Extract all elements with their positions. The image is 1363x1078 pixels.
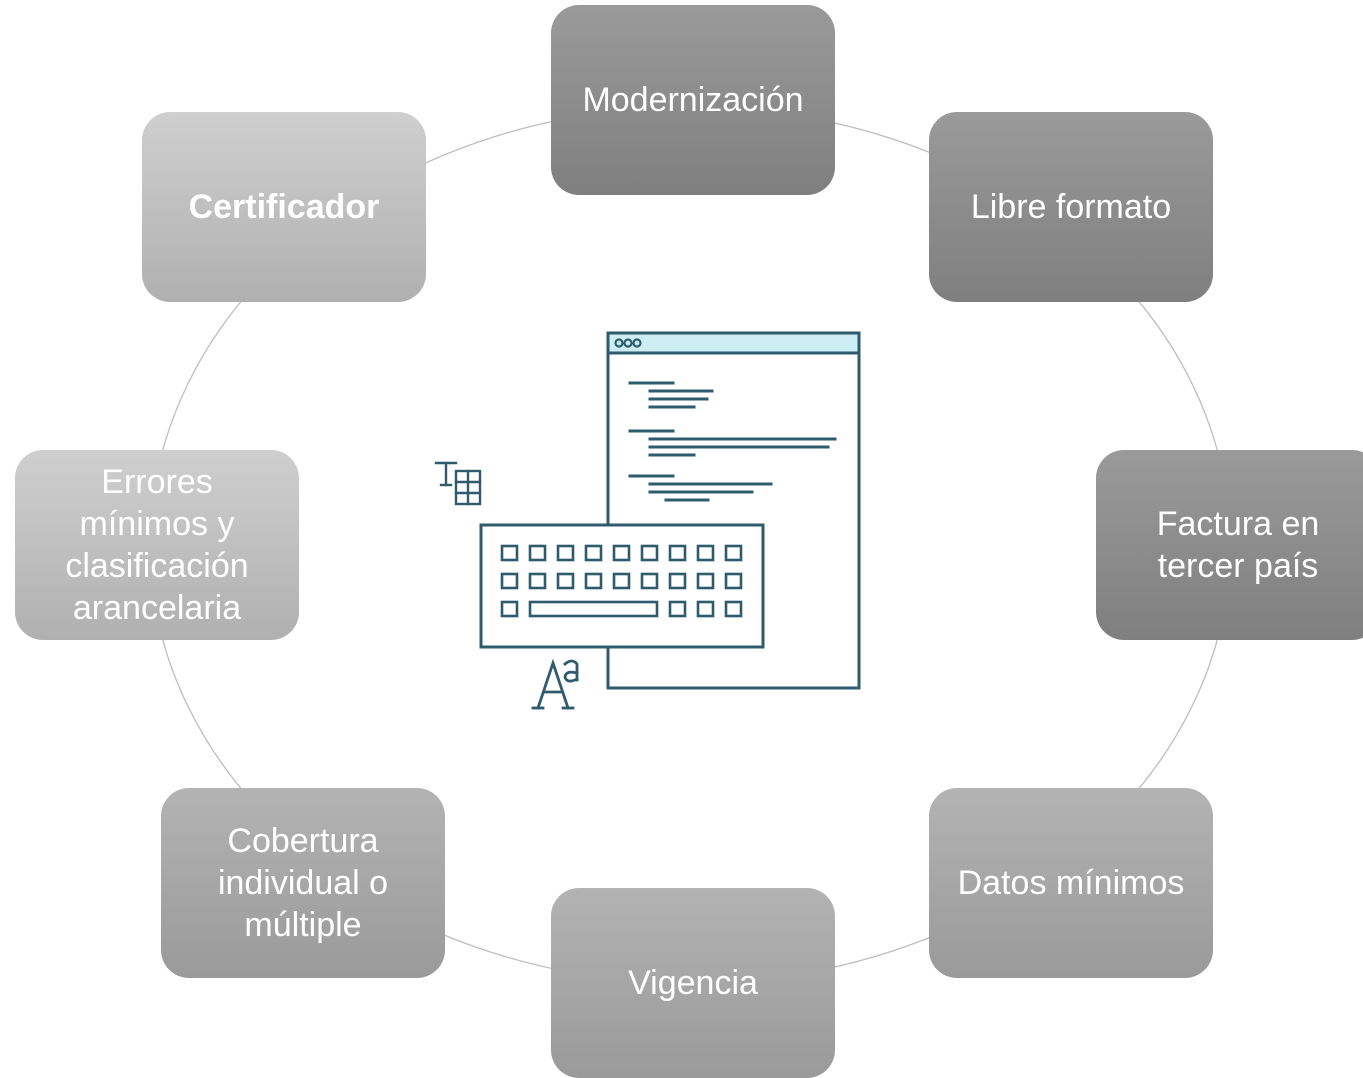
node-certificador[interactable]: Certificador [142, 112, 426, 302]
node-vigencia[interactable]: Vigencia [551, 888, 835, 1078]
keyboard-document-typography-icon [434, 331, 861, 710]
node-errores-clasificacion[interactable]: Errores mínimos y clasificación arancela… [15, 450, 299, 640]
node-factura-tercer-pais[interactable]: Factura en tercer país [1096, 450, 1363, 640]
node-libre-formato[interactable]: Libre formato [929, 112, 1213, 302]
node-datos-minimos[interactable]: Datos mínimos [929, 788, 1213, 978]
node-cobertura[interactable]: Cobertura individual o múltiple [161, 788, 445, 978]
node-modernizacion[interactable]: Modernización [551, 5, 835, 195]
